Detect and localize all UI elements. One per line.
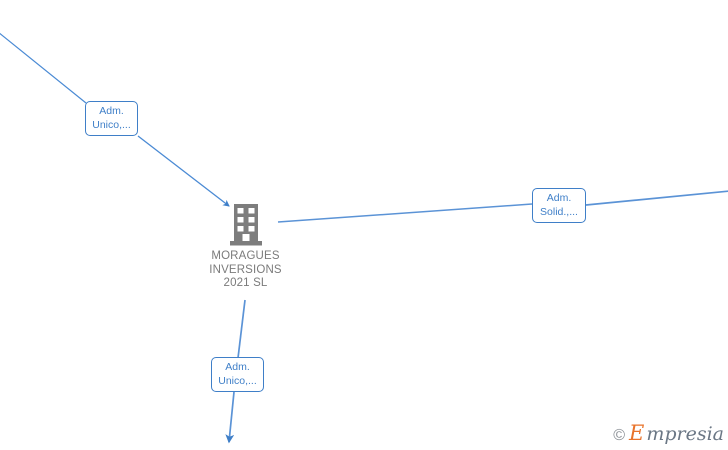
company-name-line-1: MORAGUES xyxy=(211,250,280,262)
relation-label-bottom[interactable]: Adm. Unico,... xyxy=(211,357,264,392)
brand-initial: E xyxy=(628,421,645,445)
company-name-line-3: 2021 SL xyxy=(223,277,268,289)
company-name-line-2: INVERSIONS xyxy=(209,263,282,276)
relation-label-top-left[interactable]: Adm. Unico,... xyxy=(85,101,138,136)
brand-name: mpresia xyxy=(646,423,724,445)
relation-label-line-2: Solid.,... xyxy=(540,205,578,218)
edge-company-to-bottom-label xyxy=(237,299,246,359)
relation-label-line-2: Unico,... xyxy=(218,374,257,387)
relation-label-right[interactable]: Adm. Solid.,... xyxy=(532,188,586,223)
relation-label-line-1: Adm. xyxy=(546,192,572,204)
copyright-icon: © xyxy=(613,427,625,444)
edge-bottom-label-outgoing xyxy=(225,391,235,444)
company-node[interactable]: MORAGUES INVERSIONS 2021 SL xyxy=(193,203,298,291)
relation-label-line-1: Adm. xyxy=(225,361,250,373)
edge-top-left-incoming xyxy=(0,32,87,104)
edge-top-left-to-company xyxy=(137,135,230,207)
relation-label-line-1: Adm. xyxy=(99,105,124,117)
edge-right-label-outward xyxy=(585,190,728,206)
edge-company-to-right-label xyxy=(277,203,533,223)
building-icon xyxy=(229,204,262,246)
relation-label-line-2: Unico,... xyxy=(92,118,131,131)
empresia-watermark: © E mpresia xyxy=(613,423,724,444)
